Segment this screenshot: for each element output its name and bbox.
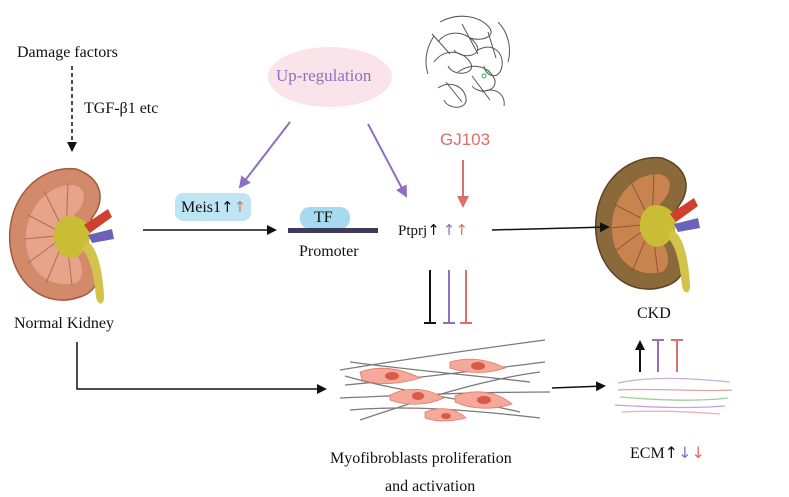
promoter-bar (288, 228, 378, 233)
ptprj-text: Ptprj (398, 223, 428, 239)
down-arrow-red-icon: ↓ (691, 443, 705, 462)
kidney-to-myofibroblast-arrow (76, 342, 327, 394)
up-regulation-bubble (268, 47, 392, 107)
ptprj-label: Ptprj↑↑↑ (398, 221, 468, 240)
damage-factors-label: Damage factors (17, 44, 118, 61)
meis1-text: Meis1 (181, 199, 221, 216)
myofibroblasts-label-line1: Myofibroblasts proliferation (330, 450, 512, 467)
ecm-text: ECM (630, 445, 665, 462)
kidney-icon (8, 168, 114, 304)
ecm-label: ECM↑↓↓ (630, 443, 705, 463)
tf-label: TF (314, 209, 333, 226)
ckd-label: CKD (637, 305, 671, 322)
myofibroblasts-label-line2: and activation (385, 478, 476, 495)
ecm-fibers-icon (614, 377, 733, 415)
myofibroblast-to-ecm-arrow (551, 381, 606, 392)
gj103-label: GJ103 (440, 130, 491, 149)
promoter-label: Promoter (299, 243, 359, 260)
protein-structure-icon (425, 15, 511, 108)
up-arrow-black-icon: ↑ (427, 221, 440, 239)
up-arrow-black-icon: ↑ (664, 443, 679, 462)
up-arrow-purple-icon: ↑ (442, 221, 456, 239)
up-arrow-black-icon: ↑ (221, 198, 234, 216)
up-regulation-label: Up-regulation (276, 66, 372, 85)
meis1-box (175, 193, 251, 221)
meis1-label: Meis1↑↑ (181, 198, 246, 217)
upreg-to-meis1-arrow (238, 121, 291, 189)
ecm-to-ckd-arrows (635, 339, 683, 372)
normal-kidney-label: Normal Kidney (14, 315, 114, 332)
ckd-kidney-icon (594, 157, 700, 293)
up-arrow-purple-icon: ↑ (233, 198, 247, 216)
up-arrow-red-icon: ↑ (455, 221, 468, 239)
inhibition-bars (424, 270, 472, 324)
upreg-to-ptprj-arrow (367, 123, 407, 198)
tgf-label: TGF-β1 etc (84, 100, 159, 117)
down-arrow-purple-icon: ↓ (678, 443, 692, 462)
ptprj-to-ckd-arrow (491, 222, 610, 233)
tf-box (300, 207, 350, 229)
myofibroblast-network-icon (339, 339, 551, 422)
